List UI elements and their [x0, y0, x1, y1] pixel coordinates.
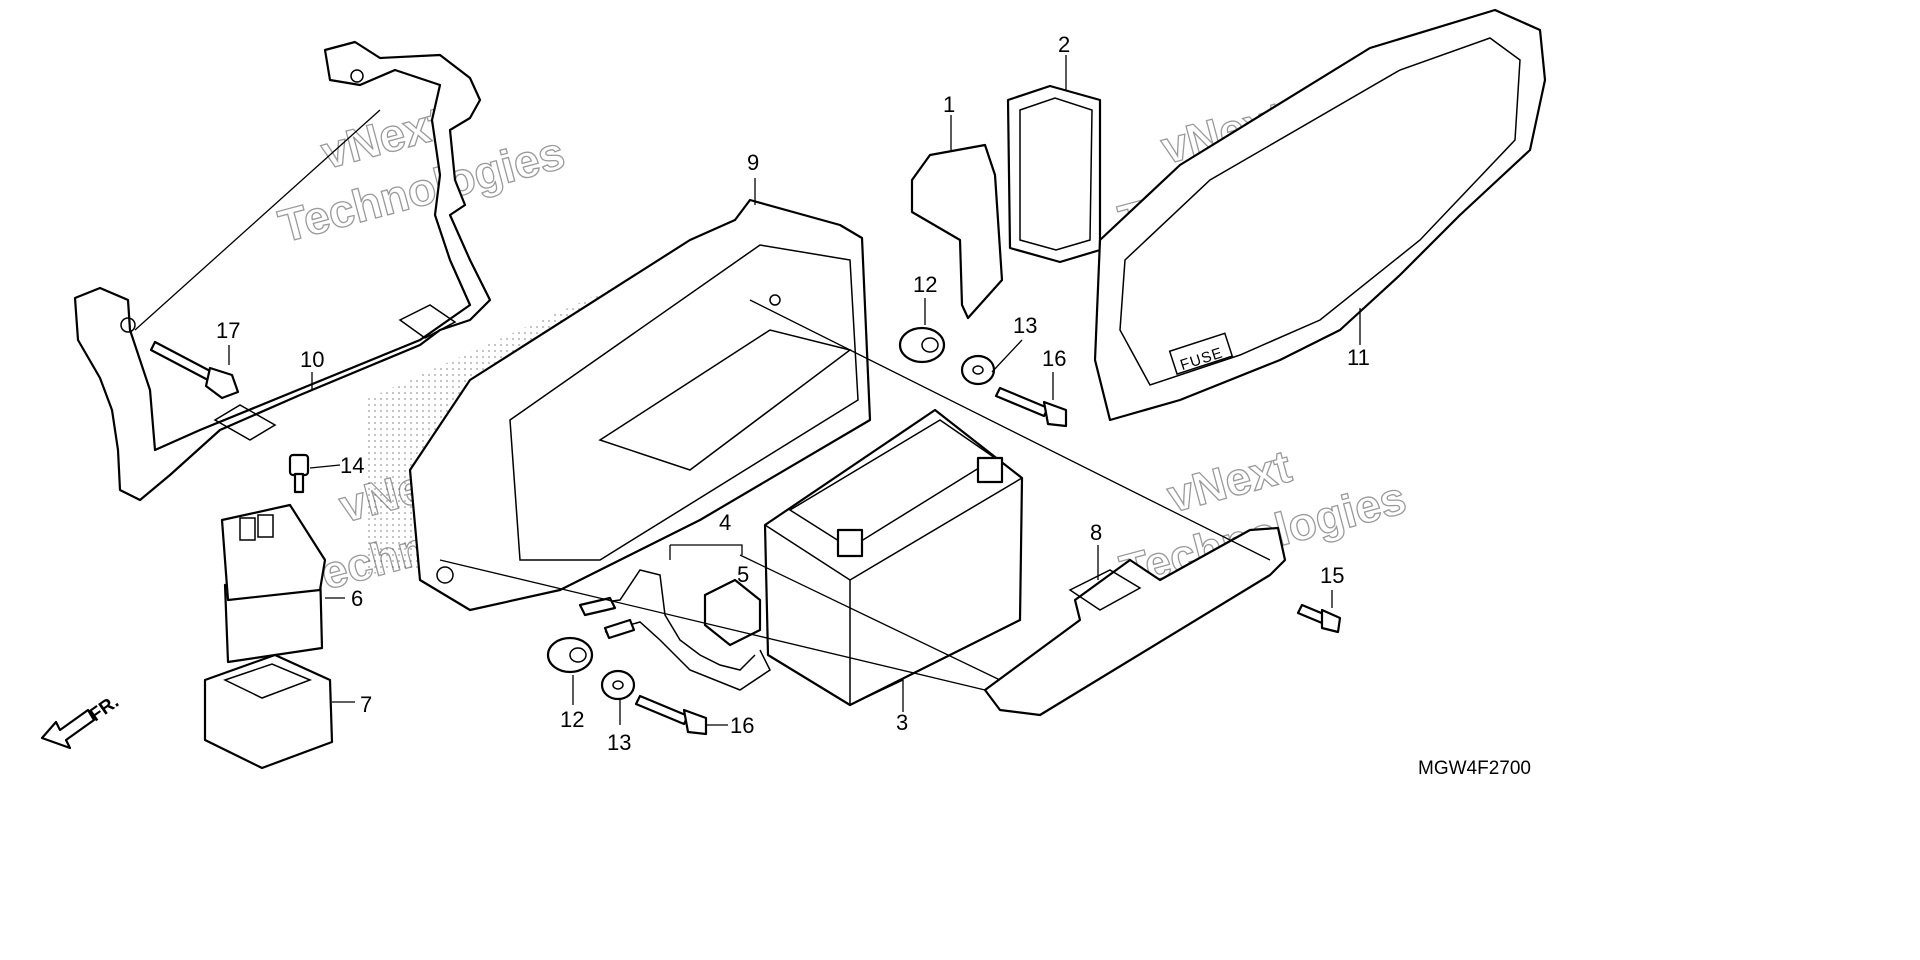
- leader-lines: [134, 55, 1361, 726]
- part-6-relay: [220, 503, 327, 664]
- callout-13-lower: 13: [607, 730, 631, 755]
- part-4-cable: [578, 569, 756, 671]
- callout-15: 15: [1320, 563, 1344, 588]
- callout-1: 1: [943, 92, 955, 117]
- front-direction-arrow: FR.: [40, 691, 123, 750]
- callout-12-lower: 12: [560, 707, 584, 732]
- callout-4: 4: [719, 510, 731, 535]
- part-5-cable: [603, 578, 771, 691]
- part-14-screw: [288, 453, 310, 494]
- part-11-fuse-cover: FUSE: [1093, 8, 1547, 422]
- part-17-bolt: [149, 340, 240, 400]
- part-16-bolt-upper: [994, 386, 1068, 428]
- part-8-battery-holder: [983, 526, 1287, 717]
- callout-17: 17: [216, 318, 240, 343]
- part-3-battery: [763, 408, 1024, 707]
- callout-9: 9: [747, 150, 759, 175]
- watermark-top-left: vNext Technologies: [273, 95, 571, 252]
- part-13-collar-lower: [600, 669, 636, 701]
- callout-6: 6: [351, 586, 363, 611]
- part-15-bolt: [1296, 603, 1342, 634]
- part-12-grommet-lower: [546, 636, 594, 674]
- callout-11: 11: [1347, 345, 1370, 370]
- part-16-bolt-lower: [634, 694, 708, 736]
- part-10-bracket: [73, 40, 492, 502]
- callout-16-lower: 16: [730, 713, 754, 738]
- callout-3: 3: [896, 710, 908, 735]
- battery-box-exploded-diagram: vNext Technologies vNext Technologies vN…: [40, 8, 1547, 779]
- callout-13-upper: 13: [1013, 313, 1037, 338]
- part-7-relay-cover: [203, 653, 334, 770]
- part-1-fuse-box: [910, 143, 1004, 320]
- part-12-grommet-upper: [898, 326, 946, 364]
- callout-14: 14: [340, 453, 364, 478]
- callout-5: 5: [737, 562, 749, 587]
- callout-16-upper: 16: [1042, 346, 1066, 371]
- callout-10: 10: [300, 347, 324, 372]
- callout-12-upper: 12: [913, 272, 937, 297]
- diagram-code: MGW4F2700: [1418, 758, 1531, 779]
- callout-2: 2: [1058, 32, 1070, 57]
- callout-7: 7: [360, 692, 372, 717]
- part-2-control-unit: [1006, 84, 1102, 264]
- part-13-collar-upper: [960, 354, 996, 386]
- callout-8: 8: [1090, 520, 1102, 545]
